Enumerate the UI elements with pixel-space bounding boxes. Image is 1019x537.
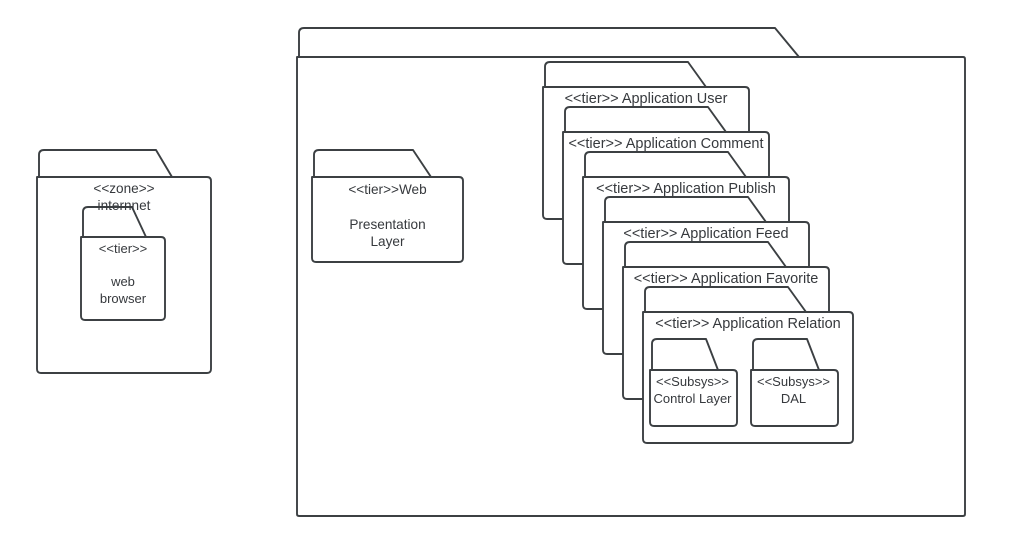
- subsys-package-tab-dal[interactable]: [752, 338, 820, 371]
- tier-package-tab-application-publish[interactable]: [584, 151, 747, 178]
- subsys-package-body-dal[interactable]: [750, 369, 839, 427]
- tier-package-tab-application-feed[interactable]: [604, 196, 767, 223]
- subsys-package-body-control-layer[interactable]: [649, 369, 738, 427]
- tier-package-tab-application-user[interactable]: [544, 61, 707, 88]
- tier-package-tab-application-comment[interactable]: [564, 106, 727, 133]
- tier-package-tab-application-favorite[interactable]: [624, 241, 787, 268]
- web-browser-package-body[interactable]: [80, 236, 166, 321]
- web-layer-package-tab[interactable]: [313, 149, 432, 178]
- system-package-tab[interactable]: [298, 27, 800, 58]
- zone-package-tab[interactable]: [38, 149, 173, 178]
- tier-package-tab-application-relation[interactable]: [644, 286, 807, 313]
- web-layer-package-body[interactable]: [311, 176, 464, 263]
- web-browser-package-tab[interactable]: [82, 206, 147, 238]
- subsys-package-tab-control-layer[interactable]: [651, 338, 719, 371]
